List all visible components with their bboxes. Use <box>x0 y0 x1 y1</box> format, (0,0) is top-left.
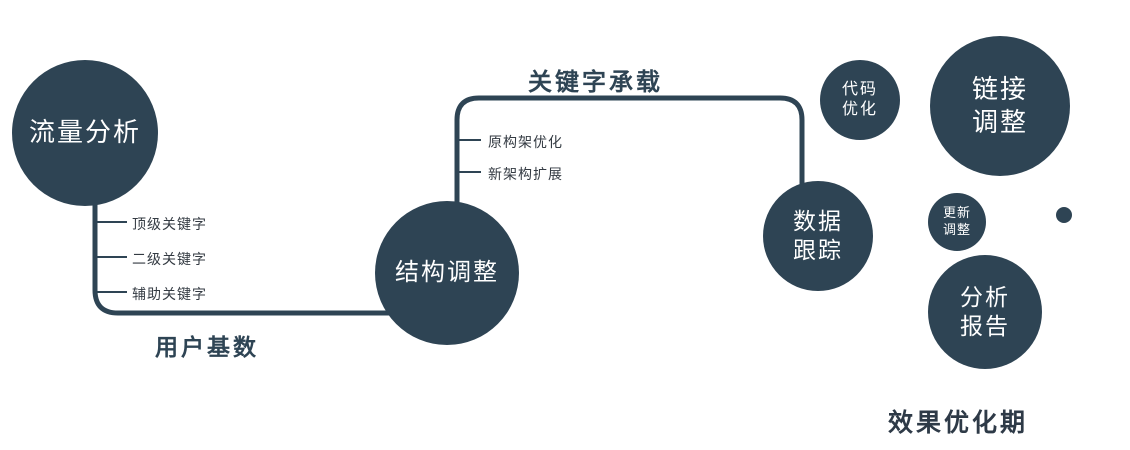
edge-traffic-to-structure <box>92 198 405 316</box>
node-update-adjustment-line1: 更新 <box>942 205 971 221</box>
edge-label-keyword-load: 关键字承载 <box>528 69 663 96</box>
node-structure-adjustment: 结构调整 <box>375 201 519 345</box>
node-code-optimization-line2: 优化 <box>841 101 878 118</box>
branch-label-top-keywords: 顶级关键字 <box>132 216 207 232</box>
node-update-adjustment-line2: 调整 <box>942 222 971 237</box>
node-link-adjustment-line1: 链接 <box>971 73 1028 104</box>
node-data-tracking-line2: 跟踪 <box>793 237 843 263</box>
node-analysis-report: 分析 报告 <box>928 255 1042 369</box>
branch-label-auxiliary-keywords: 辅助关键字 <box>132 286 207 302</box>
footer-phase-label: 效果优化期 <box>888 409 1029 437</box>
node-code-optimization: 代码 优化 <box>820 60 900 140</box>
node-code-optimization-line1: 代码 <box>841 80 878 98</box>
edge-label-user-base: 用户基数 <box>155 334 259 360</box>
node-traffic-analysis: 流量分析 <box>12 60 158 206</box>
edge-structure-to-tracking <box>454 95 805 212</box>
node-link-adjustment-line2: 调整 <box>971 107 1028 137</box>
node-analysis-report-line2: 报告 <box>960 313 1010 339</box>
branch-label-second-keywords: 二级关键字 <box>132 251 207 267</box>
node-structure-adjustment-label: 结构调整 <box>395 258 499 286</box>
node-data-tracking: 数据 跟踪 <box>763 181 873 291</box>
node-data-tracking-line1: 数据 <box>793 207 843 234</box>
branch-label-original-framework: 原构架优化 <box>488 134 563 150</box>
node-update-adjustment: 更新 调整 <box>928 193 986 251</box>
branch-label-new-framework: 新架构扩展 <box>488 166 563 182</box>
node-small-dot <box>1056 207 1072 223</box>
node-traffic-analysis-label: 流量分析 <box>28 117 141 148</box>
node-analysis-report-line1: 分析 <box>960 283 1010 310</box>
node-link-adjustment: 链接 调整 <box>930 36 1070 176</box>
